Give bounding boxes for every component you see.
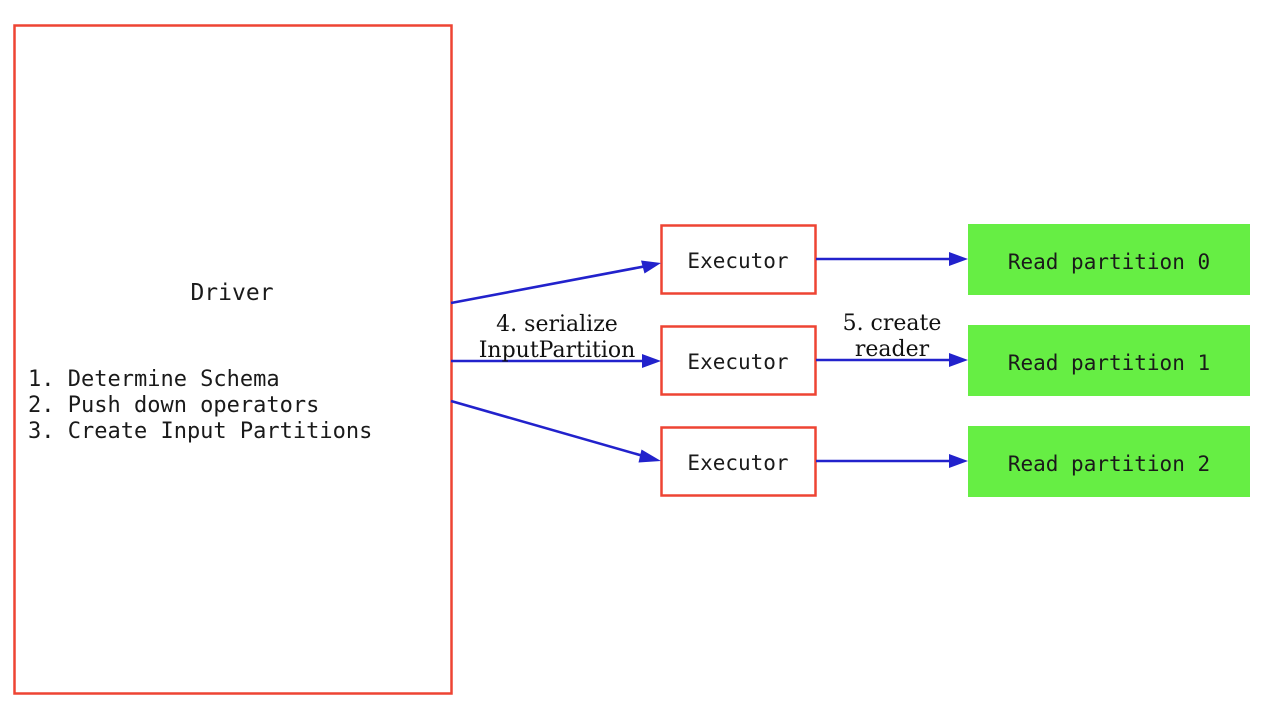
driver-step-1: 1. Determine Schema <box>28 367 280 392</box>
partition-label-1: Read partition 1 <box>1008 351 1210 375</box>
arrow-driver-to-executor-0 <box>450 260 661 305</box>
partition-box-1[interactable] <box>968 325 1250 396</box>
partition-box-0[interactable] <box>968 224 1250 295</box>
edge-label-create-reader-line1: 5. create <box>843 311 942 336</box>
arrow-driver-to-executor-2 <box>450 399 661 463</box>
executor-box-2[interactable] <box>660 426 817 497</box>
partition-box-2[interactable] <box>968 426 1250 497</box>
edge-label-create-reader-line2: reader <box>855 337 930 362</box>
partition-label-0: Read partition 0 <box>1008 250 1210 274</box>
driver-step-3: 3. Create Input Partitions <box>28 419 372 444</box>
executor-box-1[interactable] <box>660 325 817 396</box>
arrow-executor-to-partition-1 <box>816 353 968 367</box>
driver-step-2: 2. Push down operators <box>28 393 319 418</box>
executor-label-0: Executor <box>687 249 788 273</box>
arrow-executor-to-partition-0 <box>816 252 968 266</box>
executor-label-2: Executor <box>687 451 788 475</box>
arrow-driver-to-executor-1 <box>451 354 661 368</box>
edge-label-serialize: 4. serialize InputPartition <box>479 312 636 363</box>
driver-title: Driver <box>190 280 273 306</box>
executor-box-0[interactable] <box>660 224 817 295</box>
executor-label-1: Executor <box>687 350 788 374</box>
driver-box[interactable] <box>13 24 453 695</box>
edge-label-serialize-line2: InputPartition <box>479 338 636 363</box>
partition-label-2: Read partition 2 <box>1008 452 1210 476</box>
edge-label-serialize-line1: 4. serialize <box>496 312 618 337</box>
edge-label-create-reader: 5. create reader <box>843 311 942 362</box>
arrow-executor-to-partition-2 <box>816 454 968 468</box>
